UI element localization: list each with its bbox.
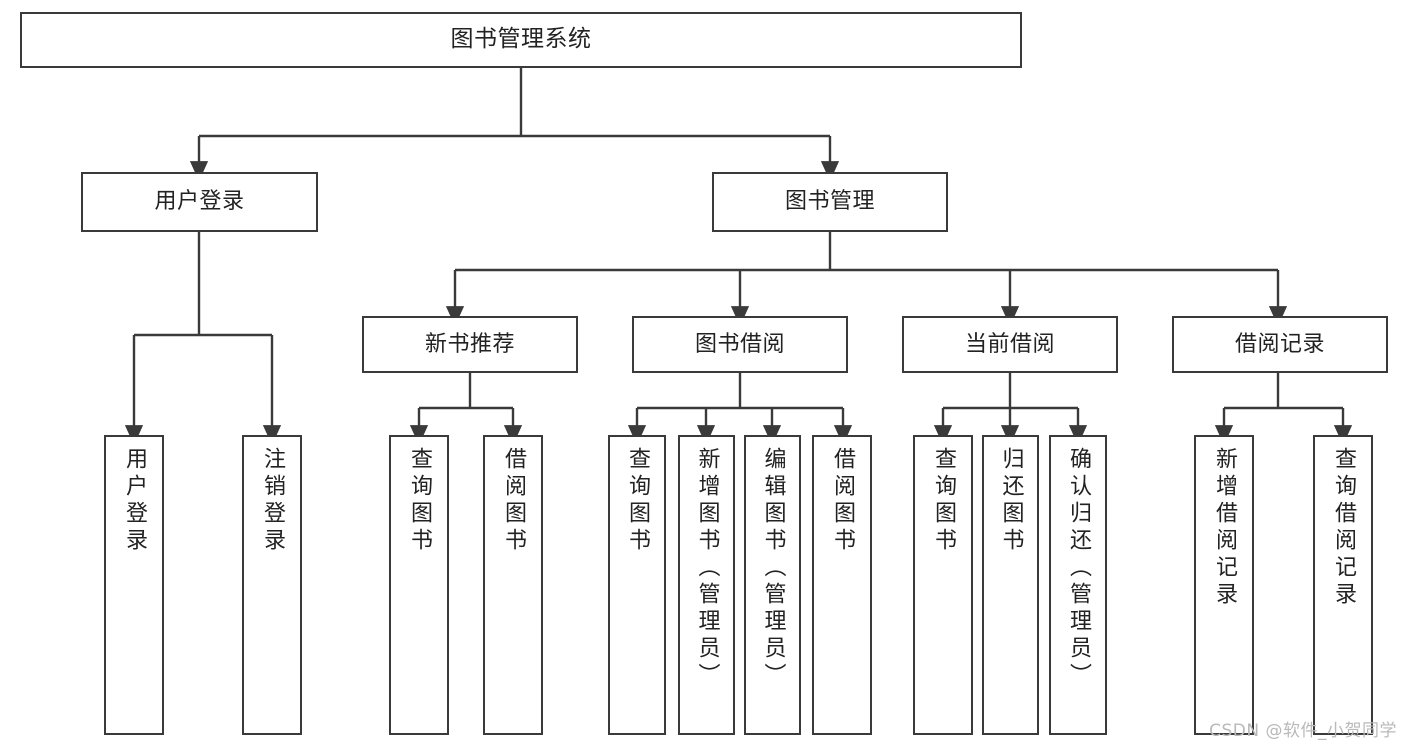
leaf-edit-book-admin[interactable]: 编辑图书（管理员） xyxy=(744,435,801,735)
leaf-borrow-book-recommend[interactable]: 借阅图书 xyxy=(483,435,543,735)
node-label: 用户登录 xyxy=(154,189,245,215)
node-label: 图书借阅 xyxy=(694,331,785,357)
node-label: 图书管理系统 xyxy=(450,26,592,53)
node-label: 新增借阅记录 xyxy=(1212,447,1237,609)
leaf-borrow-book[interactable]: 借阅图书 xyxy=(812,435,872,735)
node-root-book-management-system[interactable]: 图书管理系统 xyxy=(20,12,1022,68)
node-new-book-recommend[interactable]: 新书推荐 xyxy=(362,316,578,373)
leaf-return-book[interactable]: 归还图书 xyxy=(982,435,1039,735)
node-label: 图书管理 xyxy=(784,189,875,215)
node-label: 借阅记录 xyxy=(1234,331,1325,357)
node-book-management[interactable]: 图书管理 xyxy=(712,172,948,232)
node-borrow-record[interactable]: 借阅记录 xyxy=(1172,316,1388,373)
node-label: 确认归还（管理员） xyxy=(1066,447,1091,690)
node-label: 归还图书 xyxy=(998,447,1024,555)
node-label: 新书推荐 xyxy=(424,331,515,357)
leaf-user-login[interactable]: 用户登录 xyxy=(104,435,164,735)
node-label: 当前借阅 xyxy=(964,331,1055,357)
node-label: 查询图书 xyxy=(407,447,432,555)
node-label: 借阅图书 xyxy=(830,447,855,555)
leaf-confirm-return-admin[interactable]: 确认归还（管理员） xyxy=(1049,435,1107,735)
node-label: 新增图书（管理员） xyxy=(694,447,720,690)
node-label: 编辑图书（管理员） xyxy=(760,447,786,690)
node-user-login[interactable]: 用户登录 xyxy=(81,172,318,232)
node-label: 注销登录 xyxy=(260,447,285,555)
watermark-csdn: CSDN @软件_小贺同学 xyxy=(1209,721,1397,741)
leaf-logout-login[interactable]: 注销登录 xyxy=(242,435,302,735)
node-label: 借阅图书 xyxy=(501,447,526,555)
node-label: 查询图书 xyxy=(625,447,650,555)
leaf-query-book-recommend[interactable]: 查询图书 xyxy=(389,435,449,735)
node-label: 查询借阅记录 xyxy=(1331,447,1356,609)
node-label: 查询图书 xyxy=(931,447,956,555)
node-book-borrow[interactable]: 图书借阅 xyxy=(632,316,848,373)
leaf-query-book-current[interactable]: 查询图书 xyxy=(913,435,973,735)
leaf-query-borrow-record[interactable]: 查询借阅记录 xyxy=(1313,435,1373,735)
node-current-borrow[interactable]: 当前借阅 xyxy=(902,316,1118,373)
leaf-add-borrow-record[interactable]: 新增借阅记录 xyxy=(1194,435,1254,735)
leaf-query-book-borrow[interactable]: 查询图书 xyxy=(608,435,666,735)
node-label: 用户登录 xyxy=(122,447,147,555)
leaf-add-book-admin[interactable]: 新增图书（管理员） xyxy=(678,435,735,735)
